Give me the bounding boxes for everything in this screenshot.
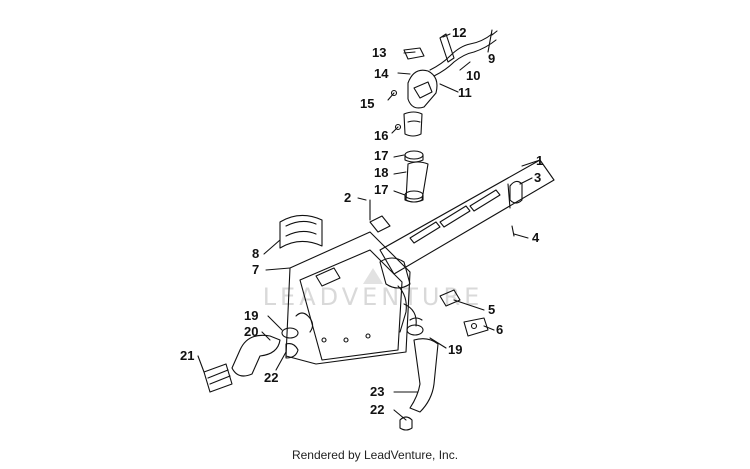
callout-12: 12 xyxy=(452,25,466,40)
callout-10: 10 xyxy=(466,68,480,83)
watermark-text: LEADVENTURE xyxy=(263,283,484,311)
callout-18: 18 xyxy=(374,165,388,180)
callout-8: 8 xyxy=(252,246,259,261)
callout-5: 5 xyxy=(488,302,495,317)
callout-2: 2 xyxy=(344,190,351,205)
fuel-tank-cover-plate xyxy=(369,159,555,275)
callout-11: 11 xyxy=(458,85,472,100)
callout-21: 21 xyxy=(180,348,194,363)
outlet-hose-left xyxy=(203,327,299,393)
callout-15: 15 xyxy=(360,96,374,111)
callout-9: 9 xyxy=(488,51,495,66)
leader-lines xyxy=(197,29,541,421)
footer-credit: Rendered by LeadVenture, Inc. xyxy=(291,448,459,462)
fuel-tank xyxy=(285,231,423,365)
callout-16: 16 xyxy=(374,128,388,143)
callout-22-right: 22 xyxy=(370,402,384,417)
filler-neck-assembly xyxy=(390,30,498,137)
callout-6: 6 xyxy=(496,322,503,337)
outlet-hose-lower xyxy=(399,324,439,431)
callout-13: 13 xyxy=(372,45,386,60)
callout-22-left: 22 xyxy=(264,370,278,385)
callout-14: 14 xyxy=(374,66,389,81)
callout-labels: 12 13 14 15 16 17 18 17 9 10 11 1 3 4 2 … xyxy=(180,25,543,417)
callout-7: 7 xyxy=(252,262,259,277)
callout-19-right: 19 xyxy=(448,342,462,357)
callout-23: 23 xyxy=(370,384,384,399)
watermark-logo-icon xyxy=(363,268,383,284)
callout-19-left: 19 xyxy=(244,308,258,323)
callout-17-upper: 17 xyxy=(374,148,388,163)
callout-3: 3 xyxy=(534,170,541,185)
callout-17-lower: 17 xyxy=(374,182,388,197)
callout-4: 4 xyxy=(532,230,540,245)
callout-20: 20 xyxy=(244,324,258,339)
hose-and-clamps xyxy=(404,150,429,203)
watermark: LEADVENTURE xyxy=(263,268,484,311)
callout-1: 1 xyxy=(536,153,543,168)
heat-shield xyxy=(279,214,323,249)
mounting-bracket xyxy=(439,289,489,337)
